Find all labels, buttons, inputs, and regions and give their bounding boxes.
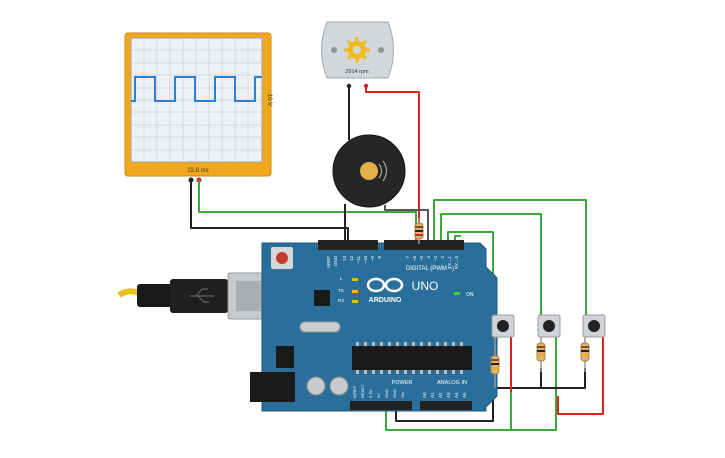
usb-cable[interactable] [117,272,273,320]
push-button-2[interactable] [537,314,561,338]
pin-label: 12 [349,256,354,262]
on-led [454,292,460,295]
capacitor-1 [306,376,326,396]
oscilloscope-grid [131,38,262,162]
wire-gnd-rail [395,368,586,422]
oscilloscope[interactable]: 22.8 ms 10 V [124,32,272,183]
arduino-model-text: UNO [412,279,439,293]
pin-label: 2 [440,256,445,259]
wire-5v-rail [385,331,557,431]
pin-label: GND [392,389,397,398]
pin-label: A2 [438,392,443,398]
rx-label: RX [338,298,344,303]
pin-label: IOREF [352,385,357,398]
power-label: POWER [392,380,413,386]
atmega-pins [356,342,463,374]
pin-label: GND [384,389,389,398]
atmega-chip [352,346,472,370]
pin-label: 3.3V [368,389,373,398]
resistor-buzzer[interactable] [414,218,424,244]
pin-label: 7 [405,256,410,259]
digital-label: DIGITAL (PWM ~) [406,266,454,272]
crystal [299,321,341,333]
wire-buzzer-pos [384,205,429,243]
arduino-uno-board[interactable]: ARDUINO UNO DIGITAL (PWM ~) ANALOG IN PO… [250,240,498,412]
pin-label: ~3 [433,256,438,262]
push-button-1[interactable] [491,314,515,338]
dc-motor[interactable]: 2914 rpm [321,21,394,89]
resistor-btn1[interactable] [490,337,500,388]
gnd-label: GND [333,255,338,266]
analog-header [420,401,472,410]
pin-label: A5 [462,392,467,398]
push-button-3[interactable] [582,314,606,338]
power-jack[interactable] [250,372,295,402]
pin-label: A1 [430,392,435,398]
gear-icon [344,37,370,63]
resistor-btn2[interactable] [536,337,546,372]
l-label: L [340,276,343,281]
analog-label: ANALOG IN [437,380,467,386]
power-pin-labels: IOREF RESET 3.3V 5V GND GND Vin [352,384,405,398]
oscilloscope-time-label: 22.8 ms [187,168,208,174]
pin-label: 4 [426,256,431,259]
pin-label: A3 [446,392,451,398]
wire-btn3-power [557,331,604,415]
pin-label: RESET [360,384,365,398]
motor-speed-label: 2914 rpm [345,69,369,75]
wire-btn2-signal [440,213,542,322]
pin-label: RX←0 [454,256,459,270]
pin-label: ~10 [363,256,368,264]
pin-label: 5V [376,393,381,398]
pin-label: ~11 [356,256,361,264]
on-label: ON [466,292,474,298]
pin-label: ~9 [370,256,375,262]
aref-label: AREF [326,256,331,268]
piezo-buzzer[interactable] [332,134,406,208]
pin-label: A0 [422,392,427,398]
pin-label: 8 [377,256,382,259]
pin-label: Vin [400,392,405,398]
pin-label: ~6 [412,256,417,262]
pin-label: TX→1 [447,256,452,269]
oscilloscope-volt-label: 10 V [266,94,272,106]
pin-label: A4 [454,392,459,398]
pin-label: ~5 [419,256,424,262]
wire-motor-pos [365,86,420,224]
digital-header [318,240,464,250]
wire-btn3-signal [433,199,587,322]
capacitor-2 [329,376,349,396]
tx-label: TX [338,288,344,293]
power-header [350,401,412,410]
wire-scope-gnd [190,180,349,243]
arduino-logo-icon [366,277,404,293]
arduino-logo-text: ARDUINO [369,297,402,304]
voltage-regulator [276,346,294,368]
small-chip [314,290,330,306]
oscilloscope-signal [131,76,262,102]
resistor-btn3[interactable] [580,337,590,372]
usb-icon [190,288,214,303]
digital-pin-labels: 13 12 ~11 ~10 ~9 8 7 ~6 ~5 4 ~3 2 TX→1 R… [342,256,459,270]
sound-icon [378,160,387,182]
analog-pin-labels: A0 A1 A2 A3 A4 A5 [422,392,467,398]
pin-label: 13 [342,256,347,262]
